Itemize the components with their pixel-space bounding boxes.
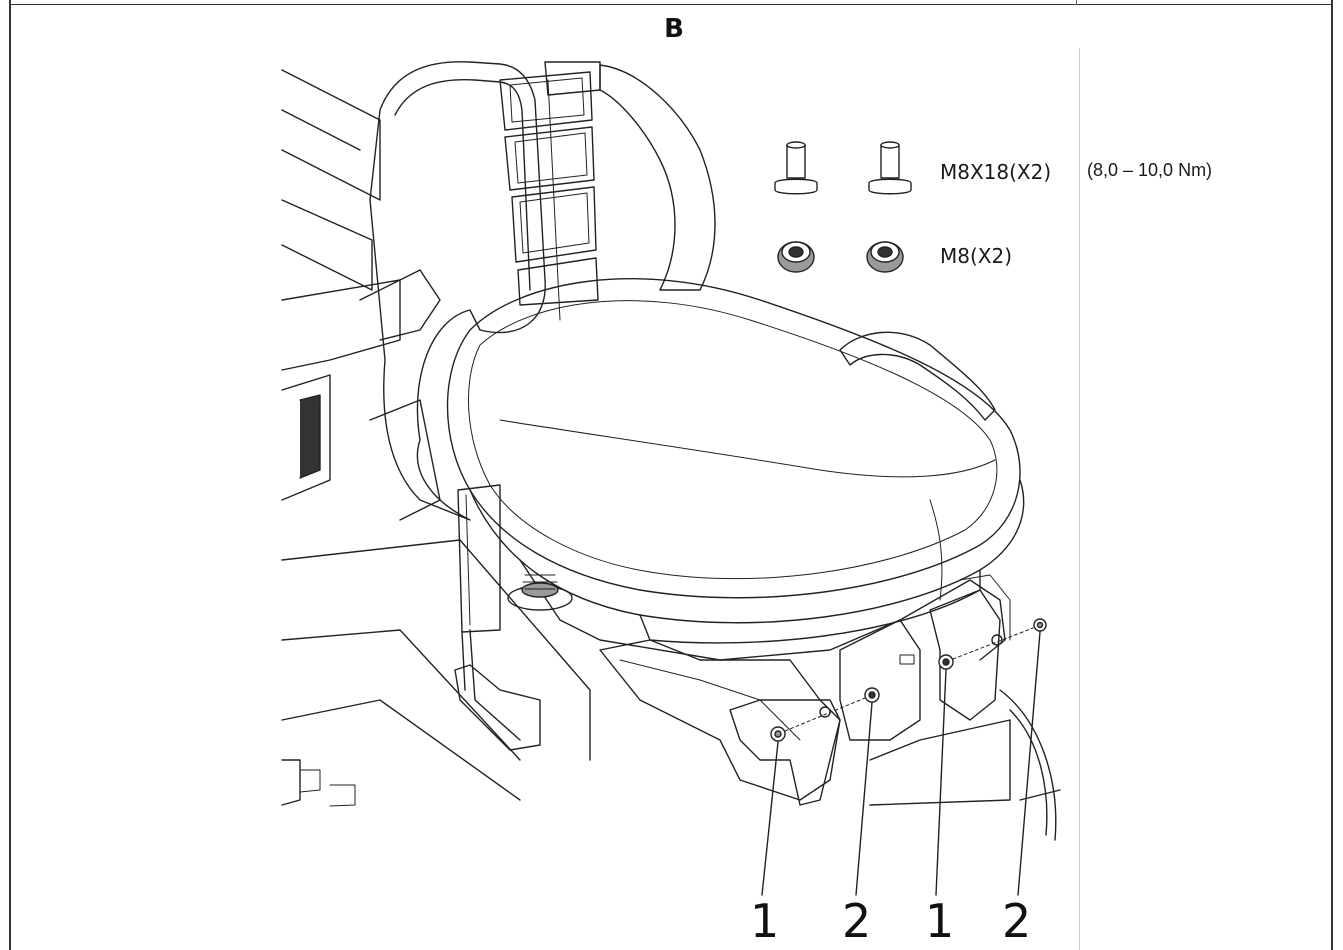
column-tick — [1076, 0, 1077, 5]
callout-2: 2 — [842, 894, 872, 948]
section-label: B — [664, 14, 684, 44]
column-divider — [1079, 48, 1080, 950]
seat-backrest — [369, 61, 716, 521]
callout-leaders — [761, 631, 1041, 896]
callout-1: 1 — [925, 894, 955, 948]
top-rule — [9, 4, 1333, 5]
seat-adjust-lever — [454, 484, 541, 751]
seat-base — [507, 559, 1011, 806]
seat-cushion — [446, 278, 1025, 644]
callout-2: 2 — [1002, 894, 1032, 948]
right-fender — [869, 689, 1061, 841]
installed-fasteners — [770, 618, 1047, 742]
callout-1: 1 — [750, 894, 780, 948]
bolt-icon — [868, 141, 912, 195]
nut-label: M8(X2) — [940, 244, 1013, 268]
page-frame — [9, 0, 1333, 950]
cab-floor-panels — [281, 69, 591, 807]
bolt-label: M8X18(X2) — [940, 160, 1052, 184]
torque-spec: (8,0 – 10,0 Nm) — [1087, 160, 1213, 180]
nut-icon — [866, 241, 904, 273]
bolt-icon — [774, 141, 818, 195]
nut-icon — [777, 241, 815, 273]
